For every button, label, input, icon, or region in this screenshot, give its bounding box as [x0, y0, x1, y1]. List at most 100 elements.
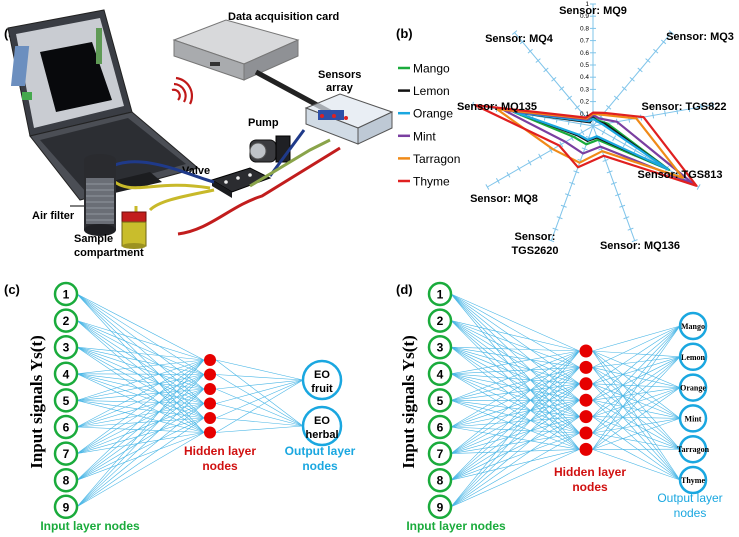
connection-line — [592, 387, 681, 450]
connection-line — [450, 293, 580, 450]
connection-line — [76, 388, 205, 401]
radar-tick — [664, 110, 667, 117]
panel-d-network: (d) Input signals Ys(t) 123456789MangoLe… — [396, 281, 723, 533]
connection-line — [592, 387, 681, 417]
connection-line — [450, 399, 580, 481]
connection-line — [450, 432, 580, 508]
radar-axis-label: Sensor: MQ136 — [600, 240, 680, 252]
connection-line — [592, 399, 681, 481]
output-node-label: fruit — [311, 383, 333, 395]
input-node-label: 9 — [437, 500, 444, 514]
connection-line — [76, 373, 205, 390]
sensors-label-line2: array — [326, 82, 354, 94]
input-node: 5 — [427, 388, 453, 413]
connection-line — [215, 379, 304, 390]
panel-c-label: (c) — [4, 282, 20, 297]
connection-line — [450, 346, 580, 450]
connection-line — [76, 320, 205, 361]
connection-line — [76, 374, 205, 401]
input-node: 9 — [427, 494, 453, 520]
connection-line — [76, 400, 205, 419]
legend-label-thyme: Thyme — [413, 175, 450, 189]
connection-line — [450, 350, 580, 454]
radar-tick — [622, 141, 627, 148]
radar-tick — [700, 103, 703, 110]
connection-line — [592, 325, 681, 385]
sensor-array-illustration — [304, 93, 394, 145]
connection-line — [76, 320, 205, 390]
input-node: 6 — [427, 414, 453, 440]
connection-line — [592, 387, 681, 434]
radar-series — [474, 104, 698, 187]
connection-line — [592, 325, 681, 417]
radar-tick — [574, 104, 580, 110]
radar-tick — [602, 158, 609, 162]
radar-axis-label: Sensor: TGS813 — [638, 169, 723, 181]
radar-axis-label: Sensor: MQ9 — [559, 5, 627, 17]
radar-tick — [612, 135, 617, 142]
radar-tick — [471, 101, 474, 108]
radar-tick — [511, 30, 518, 35]
hidden-node — [579, 377, 593, 391]
hidden-node — [204, 426, 216, 439]
connection-line — [76, 403, 205, 508]
output-node-label: Lemon — [681, 353, 706, 362]
connection-line — [450, 373, 580, 401]
connection-line — [76, 359, 205, 401]
connection-line — [450, 449, 580, 508]
radar-tick — [676, 108, 679, 115]
input-node-label: 2 — [437, 314, 444, 328]
connection-line — [215, 359, 304, 381]
laptop-illustration — [7, 9, 200, 201]
radar-tick — [566, 95, 573, 101]
connection-line — [450, 346, 580, 434]
connection-line — [215, 374, 304, 381]
connection-line — [450, 432, 580, 481]
connection-line — [76, 432, 205, 508]
connection-line — [76, 432, 205, 454]
connection-line — [76, 359, 205, 428]
daq-card-illustration — [172, 19, 300, 81]
radar-tick — [506, 171, 511, 178]
connection-line — [215, 359, 304, 427]
panel-c-network: (c) Input signals Ys(t) 123456789EOfruit… — [4, 281, 356, 533]
legend-label-tarragon: Tarragon — [413, 152, 460, 166]
connection-line — [592, 416, 681, 450]
connection-line — [76, 359, 205, 481]
input-node: 1 — [427, 281, 453, 307]
output-node: Lemon — [678, 342, 708, 372]
radar-scale-label: 0.6 — [580, 50, 589, 57]
connection-line — [76, 432, 205, 481]
connection-line — [450, 383, 580, 481]
connection-line — [76, 346, 205, 361]
hidden-node — [579, 442, 593, 456]
connection-line — [76, 346, 205, 419]
connection-line — [450, 399, 580, 508]
panel-c-hidden-caption-line2: nodes — [202, 459, 238, 473]
connection-line — [592, 383, 681, 388]
connection-line — [76, 417, 205, 508]
radar-tick — [621, 86, 627, 91]
connection-line — [450, 293, 580, 434]
connection-line — [76, 346, 205, 433]
radar-tick — [601, 129, 606, 135]
radar-tick — [548, 239, 555, 243]
hidden-node — [204, 412, 216, 424]
panel-d-label: (d) — [396, 282, 413, 297]
connection-line — [76, 346, 205, 404]
wireless-signal-icon — [171, 76, 193, 105]
panel-c-input-caption: Input layer nodes — [40, 519, 140, 533]
radar-tick — [559, 141, 564, 148]
connection-line — [592, 367, 681, 481]
radar-axis-label: TGS2620 — [511, 245, 558, 257]
radar-tick — [619, 204, 626, 208]
input-node-label: 1 — [437, 288, 444, 302]
radar-series-thyme — [474, 104, 698, 187]
connection-line — [592, 325, 681, 368]
connection-line — [450, 400, 580, 450]
connection-line — [76, 417, 205, 481]
connection-line — [450, 449, 580, 454]
connection-line — [592, 325, 681, 450]
radar-scale-label: 0.7 — [580, 38, 589, 45]
connection-line — [592, 350, 681, 450]
